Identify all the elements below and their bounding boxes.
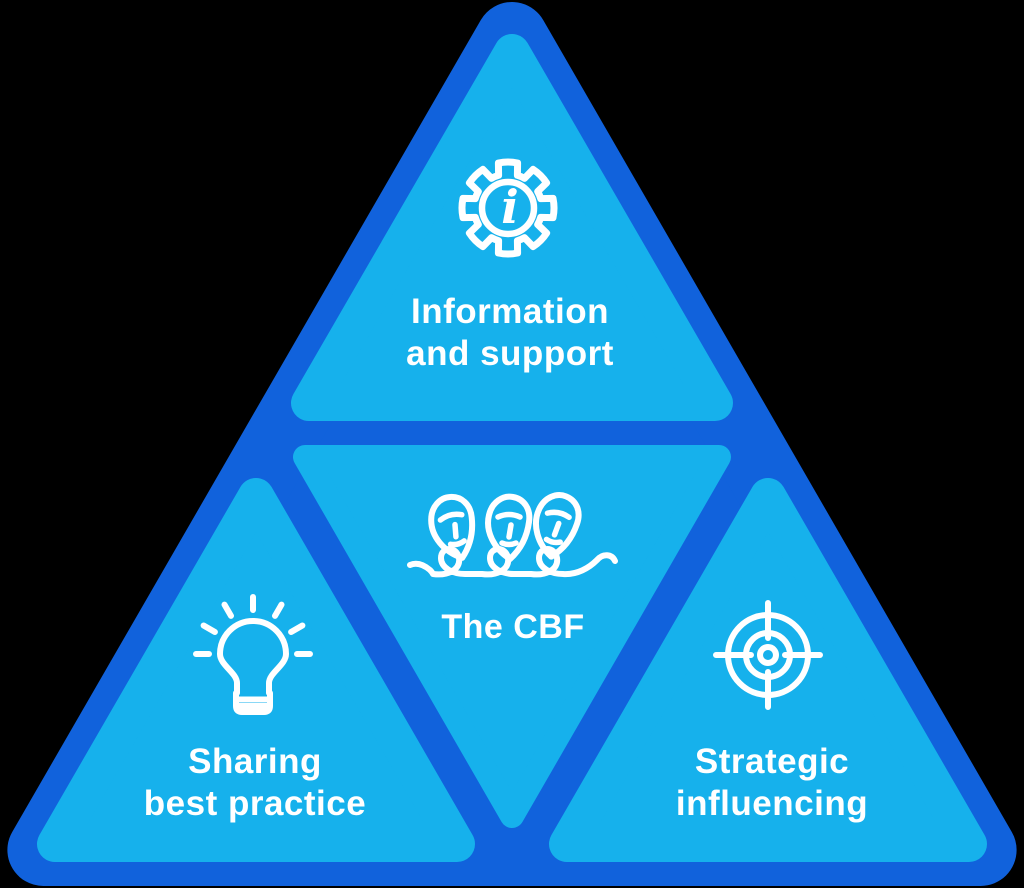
segment-top-triangle bbox=[291, 34, 733, 421]
face-marks bbox=[437, 511, 467, 548]
cbf-faces-logo-icon bbox=[407, 492, 618, 578]
bottom-right-label-line-2: influencing bbox=[676, 784, 868, 823]
target-center-dot bbox=[757, 644, 779, 666]
target-icon bbox=[713, 600, 823, 710]
cbf-face-2 bbox=[485, 493, 533, 562]
bottom-left-label-line-1: Sharing bbox=[188, 742, 322, 781]
bulb-rays bbox=[193, 594, 313, 657]
segment-center-triangle bbox=[293, 445, 731, 828]
bottom-right-label-line-1: Strategic bbox=[695, 742, 849, 781]
bulb-glass bbox=[217, 618, 289, 696]
center-label: The CBF bbox=[441, 608, 584, 646]
info-i-glyph: i bbox=[501, 180, 518, 234]
top-label-line-1: Information bbox=[411, 292, 609, 331]
cbf-face-3 bbox=[533, 492, 582, 560]
balloon-outline bbox=[485, 493, 533, 562]
target-crosshair-ticks bbox=[713, 600, 823, 710]
face-marks bbox=[543, 509, 572, 546]
face-marks bbox=[495, 511, 523, 548]
bottom-left-label-line-2: best practice bbox=[144, 784, 366, 823]
lightbulb-icon bbox=[193, 594, 313, 715]
top-label-line-2: and support bbox=[406, 334, 614, 373]
info-circle bbox=[478, 178, 538, 238]
balloon-outline bbox=[428, 493, 476, 561]
balloon-outline bbox=[533, 492, 582, 560]
cbf-face-1 bbox=[428, 493, 476, 561]
info-gear-icon: i bbox=[458, 158, 558, 258]
bulb-base bbox=[233, 690, 273, 715]
gear-outline bbox=[458, 158, 558, 258]
segment-bottom-left-triangle bbox=[37, 478, 475, 862]
